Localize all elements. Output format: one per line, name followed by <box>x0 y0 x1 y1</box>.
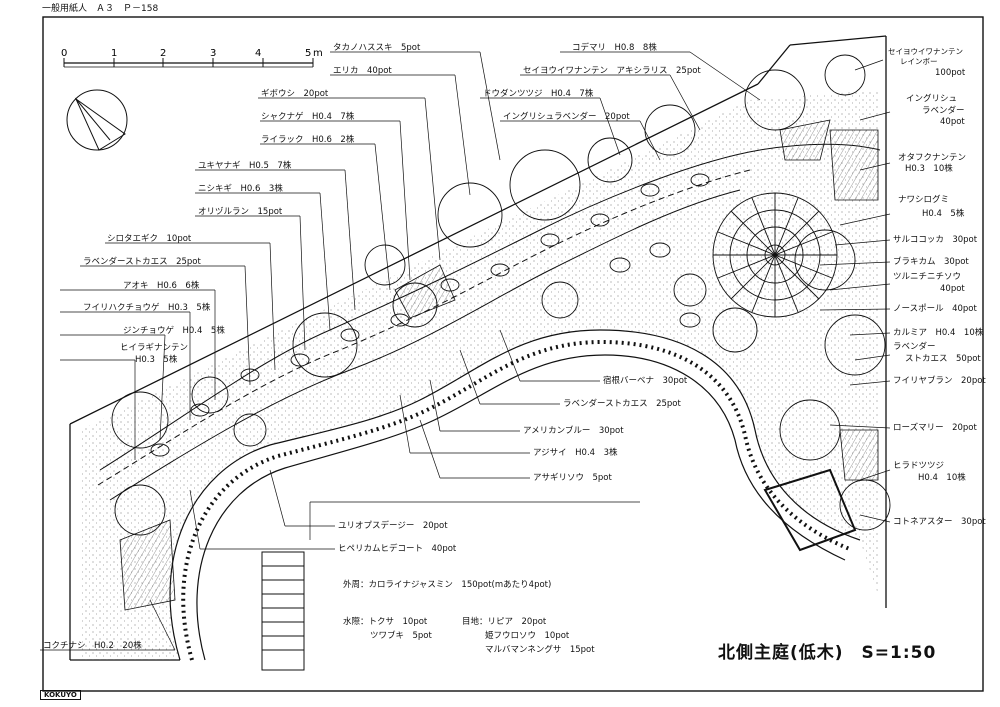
label-otafuku-nanten-size: H0.3 10株 <box>905 164 953 174</box>
rock-bed <box>763 468 857 552</box>
note-waterside-tokusa: 水際：トクサ 10pot <box>343 617 428 627</box>
label-english-lavender-2-qty: 40pot <box>940 117 965 127</box>
label-aoki: アオキ H0.6 6株 <box>123 281 200 291</box>
note-joint-lippia: 目地：リピア 20pot <box>462 617 547 627</box>
label-leucothoe-axillaris: セイヨウイワナンテン アキシラリス 25pot <box>523 66 701 76</box>
label-fuiri-hakuchouge: フイリハクチョウゲ H0.3 5株 <box>83 303 211 313</box>
label-otafuku-nanten: オタフクナンテン <box>898 153 967 163</box>
label-northpole: ノースポール 40pot <box>893 304 977 314</box>
label-hirado-tsutsuji: ヒラドツツジ <box>893 461 945 471</box>
label-takanohasusuki: タカノハススキ 5pot <box>333 43 421 53</box>
label-kokuchinashi: コクチナシ H0.2 20株 <box>43 641 142 651</box>
scale-tick-4: 4 <box>255 48 261 59</box>
label-english-lavender-2: イングリシュ <box>906 94 958 104</box>
scale-tick-5: 5 <box>305 48 311 59</box>
site-boundary <box>69 35 887 661</box>
note-joint-himefuuro: 姫フウロソウ 10pot <box>485 631 570 641</box>
label-cotoneaster: コトネアスター 30pot <box>893 517 986 527</box>
label-euryops: ユリオプスデージー 20pot <box>338 521 448 531</box>
label-hiiraginanten-size: H0.3 5株 <box>135 355 178 365</box>
label-kalmia: カルミア H0.4 10株 <box>893 328 984 338</box>
note-joint-marubamannengusa: マルバマンネングサ 15pot <box>485 645 595 655</box>
stepping-stones <box>150 173 710 457</box>
label-sarcococca: サルココッカ 30pot <box>893 235 978 245</box>
label-hiiraginanten: ヒイラギナンテン <box>120 343 189 353</box>
label-american-blue: アメリカンブルー 30pot <box>523 426 624 436</box>
label-nishikigi: ニシキギ H0.6 3株 <box>198 184 283 194</box>
label-kodemari: コデマリ H0.8 8株 <box>572 43 657 53</box>
hatched-beds <box>119 119 879 611</box>
label-shukkon-verbena: 宿根バーベナ 30pot <box>603 376 688 386</box>
label-lavender-stoechas-2-qty: ストカエス 50pot <box>905 354 981 364</box>
label-fuiri-yaburan: フイリヤブラン 20pot <box>893 376 986 386</box>
scale-tick-1: 1 <box>111 48 117 59</box>
label-leucothoe-rainbow-2: レインボー <box>900 57 938 66</box>
planting-bed <box>80 90 880 660</box>
label-english-lavender-1: イングリシュラベンダー 20pot <box>503 112 630 122</box>
label-brachyscome: ブラキカム 30pot <box>893 257 969 267</box>
label-lavender-stoechas-3: ラベンダーストカエス 25pot <box>563 399 681 409</box>
label-erika: エリカ 40pot <box>333 66 392 76</box>
label-nawashirogumi-size: H0.4 5株 <box>922 209 965 219</box>
label-english-lavender-2b: ラベンダー <box>922 106 965 116</box>
label-orizururan: オリヅルラン 15pot <box>198 207 283 217</box>
label-tsuruniichinichisou: ツルニチニチソウ <box>893 272 962 282</box>
label-doudantsutsuji: ドウダンツツジ H0.4 7株 <box>483 89 594 99</box>
label-tsuruniichinichisou-qty: 40pot <box>940 284 965 294</box>
label-asagirisou: アサギリソウ 5pot <box>533 473 612 483</box>
dry-stream <box>97 143 881 501</box>
label-shirotaegiku: シロタエギク 10pot <box>107 234 192 244</box>
note-waterside-tsuwabuki: ツワブキ 5pot <box>370 631 432 641</box>
steps <box>261 551 305 671</box>
label-rosemary: ローズマリー 20pot <box>893 423 977 433</box>
label-ajisai: アジサイ H0.4 3株 <box>533 448 618 458</box>
label-lavender-stoechas-2: ラベンダー <box>893 342 936 352</box>
paper-header: 一般用紙人 Ａ３ Ｐ－158 <box>42 4 159 14</box>
scale-bar <box>63 58 314 68</box>
label-nawashirogumi: ナワシログミ <box>898 195 950 205</box>
scale-tick-2: 2 <box>160 48 166 59</box>
label-shakunage: シャクナゲ H0.4 7株 <box>261 112 355 122</box>
label-yukiyanagi: ユキヤナギ H0.5 7株 <box>198 161 292 171</box>
paved-circle <box>712 192 838 318</box>
leader-lines <box>40 51 891 651</box>
drawing-title: 北側主庭(低木) S=1:50 <box>718 643 937 663</box>
scale-tick-3: 3 <box>210 48 216 59</box>
label-giboushi: ギボウシ 20pot <box>261 89 329 99</box>
label-lilac: ライラック H0.6 2株 <box>261 135 355 145</box>
label-jinchouge: ジンチョウゲ H0.4 5株 <box>123 326 225 336</box>
label-leucothoe-rainbow-qty: 100pot <box>935 68 966 78</box>
note-perimeter: 外周：カロライナジャスミン 150pot(mあたり4pot) <box>343 580 552 590</box>
label-hypericum: ヒペリカムヒデコート 40pot <box>338 544 457 554</box>
label-lavender-stoechas-1: ラベンダーストカエス 25pot <box>83 257 201 267</box>
scale-tick-0: 0 <box>61 48 67 59</box>
label-leucothoe-rainbow: セイヨウイワナンテン <box>888 47 963 56</box>
drawing-frame <box>42 16 984 692</box>
scale-unit: m <box>313 48 323 59</box>
label-hirado-tsutsuji-size: H0.4 10株 <box>918 473 966 483</box>
north-arrow-icon <box>66 89 128 151</box>
